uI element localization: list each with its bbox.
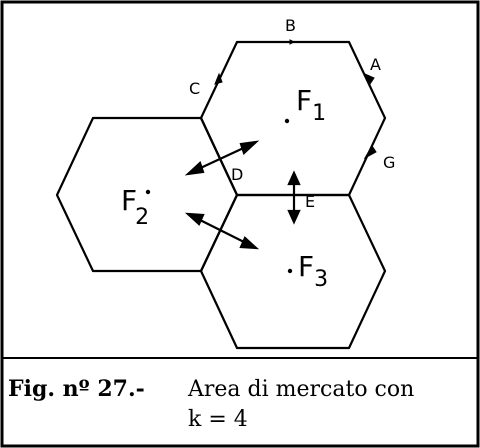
point-label-b: B (285, 16, 296, 35)
firm-dot-f3 (287, 268, 293, 274)
double-arrow-f1-f2-icon (184, 140, 260, 176)
edge-arrow-c-icon (214, 72, 223, 85)
edge-arrow-b-icon (289, 39, 296, 45)
firm-dot-f1 (284, 118, 290, 124)
firm-label-f3: F3 (298, 250, 328, 292)
firm-dot-f2 (145, 189, 151, 195)
point-label-c: C (189, 79, 200, 98)
edge-arrow-a-icon (363, 72, 375, 85)
double-arrow-f2-f3-icon (184, 212, 260, 250)
point-label-d: D (231, 165, 243, 184)
hexagon-f3 (199, 193, 387, 350)
double-arrow-f1-f3-icon (287, 170, 301, 225)
caption-text-line2: k = 4 (188, 407, 248, 432)
point-label-a: A (370, 55, 381, 74)
firm-label-f1: F1 (296, 84, 326, 126)
edge-arrow-g-icon (363, 145, 377, 160)
caption-text-line1: Area di mercato con (187, 377, 414, 402)
point-label-g: G (383, 153, 395, 172)
caption-label: Fig. nº 27.- (8, 376, 145, 402)
point-label-e: E (305, 192, 315, 211)
